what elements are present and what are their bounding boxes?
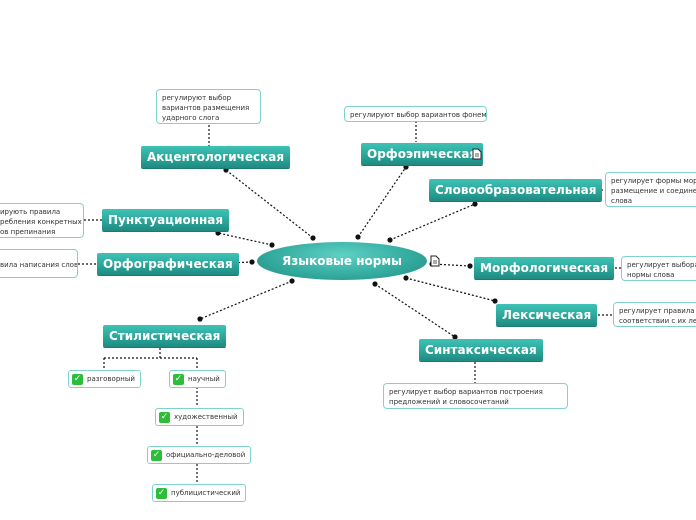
note-line: соответствии с их лекс: [619, 317, 696, 325]
checkmark-icon: ✓: [159, 411, 170, 423]
note-line: регулируют выбор: [162, 94, 232, 102]
document-icon[interactable]: [472, 148, 482, 160]
style-item-journalistic[interactable]: ✓ публицистический: [152, 484, 247, 502]
note-punct: ирують правила ребления конкретных ов пр…: [0, 203, 84, 238]
note-line: регулирует правила пр: [619, 307, 696, 315]
note-line: вила написания слов: [0, 261, 78, 269]
topic-syntax[interactable]: Синтаксическая: [419, 339, 543, 361]
note-line: предложений и словосочетаний: [389, 398, 509, 406]
note-orthoep: регулируют выбор вариантов фонемы: [344, 106, 487, 122]
style-item-artistic[interactable]: ✓ художественный: [155, 408, 244, 426]
style-item-label: научный: [188, 375, 220, 383]
note-accent: регулируют выбор вариантов размещения уд…: [156, 89, 261, 124]
note-line: ирують правила: [0, 208, 61, 216]
note-line: вариантов размещения: [162, 104, 250, 112]
topic-orthoep[interactable]: Орфоэпическая: [361, 143, 484, 165]
topic-punct[interactable]: Пунктуационная: [102, 209, 230, 231]
note-lexical: регулирует правила пр соответствии с их …: [613, 302, 696, 327]
note-line: слова: [611, 197, 633, 205]
style-item-label: разговорный: [87, 375, 135, 383]
note-morph: регулирует выбора нормы слова: [621, 256, 696, 281]
note-line: регулирует формы морф: [611, 177, 696, 185]
topic-wordform[interactable]: Словообразовательная: [429, 179, 603, 201]
topic-ortho[interactable]: Орфографическая: [97, 253, 239, 275]
style-item-scientific[interactable]: ✓ научный: [169, 370, 226, 388]
checkmark-icon: ✓: [72, 373, 83, 385]
topic-accent[interactable]: Акцентологическая: [141, 146, 291, 168]
checkmark-icon: ✓: [173, 373, 184, 385]
note-wordform: регулирует формы морф размещение и соеди…: [605, 172, 696, 207]
checkmark-icon: ✓: [151, 449, 162, 461]
note-syntax: регулирует выбор вариантов построения пр…: [383, 383, 568, 409]
style-item-label: публицистический: [171, 489, 241, 497]
topic-morph[interactable]: Морфологическая: [474, 257, 615, 279]
document-icon[interactable]: [430, 255, 440, 267]
note-line: регулирует выбор вариантов построения: [389, 388, 543, 396]
topic-style[interactable]: Стилистическая: [103, 325, 227, 347]
topic-lexical[interactable]: Лексическая: [496, 304, 598, 326]
checkmark-icon: ✓: [156, 487, 167, 499]
note-line: размещение и соединен: [611, 187, 696, 195]
style-item-colloquial[interactable]: ✓ разговорный: [68, 370, 141, 388]
note-line: ов препинания: [0, 228, 56, 236]
note-line: ударного слога: [162, 114, 220, 122]
note-line: ребления конкретных: [0, 218, 82, 226]
style-item-official[interactable]: ✓ официально-деловой: [147, 446, 252, 464]
style-item-label: официально-деловой: [166, 451, 246, 459]
note-line: регулирует выбора: [627, 261, 696, 269]
central-topic[interactable]: Языковые нормы: [257, 242, 427, 280]
note-ortho: вила написания слов: [0, 249, 78, 278]
note-line: регулируют выбор вариантов фонемы: [350, 111, 487, 119]
style-item-label: художественный: [174, 413, 238, 421]
note-line: нормы слова: [627, 271, 675, 279]
